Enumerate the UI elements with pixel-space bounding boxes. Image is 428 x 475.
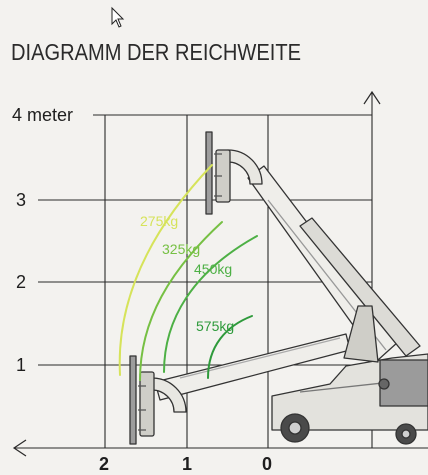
raised-boom <box>247 165 399 361</box>
load-curves <box>118 164 258 381</box>
left-arrow-icon <box>12 439 27 457</box>
load-label-575kg: 575kg <box>196 318 234 334</box>
x-tick-label-0: 0 <box>262 454 272 474</box>
load-label-450kg: 450kg <box>194 261 232 277</box>
crane-illustration <box>129 131 428 445</box>
mouse-pointer-icon <box>111 6 125 28</box>
x-tick-labels: 2 1 0 <box>99 454 272 474</box>
load-curve-325kg <box>139 221 223 381</box>
axis-arrows <box>12 90 381 457</box>
load-label-325kg: 325kg <box>162 241 200 257</box>
upper-vacuum-head <box>205 131 263 215</box>
lower-vacuum-head <box>129 355 187 445</box>
load-curve-275kg <box>118 164 213 376</box>
up-arrow-icon <box>363 90 381 105</box>
load-label-275kg: 275kg <box>140 213 178 229</box>
mast <box>343 305 379 363</box>
control-knob <box>378 378 390 390</box>
load-labels: 275kg 325kg 450kg 575kg <box>140 213 234 334</box>
y-tick-label-1: 1 <box>16 355 26 375</box>
y-tick-label-2: 2 <box>16 272 26 292</box>
x-tick-label-2: 2 <box>99 454 109 474</box>
load-curve-450kg <box>163 235 258 373</box>
diagram-title: DIAGRAMM DER REICHWEITE <box>11 39 301 65</box>
x-tick-label-1: 1 <box>182 454 192 474</box>
y-tick-labels: 4 meter 3 2 1 <box>12 105 73 375</box>
y-tick-label-4: 4 meter <box>12 105 73 125</box>
y-tick-label-3: 3 <box>16 190 26 210</box>
load-curve-575kg <box>207 315 253 379</box>
